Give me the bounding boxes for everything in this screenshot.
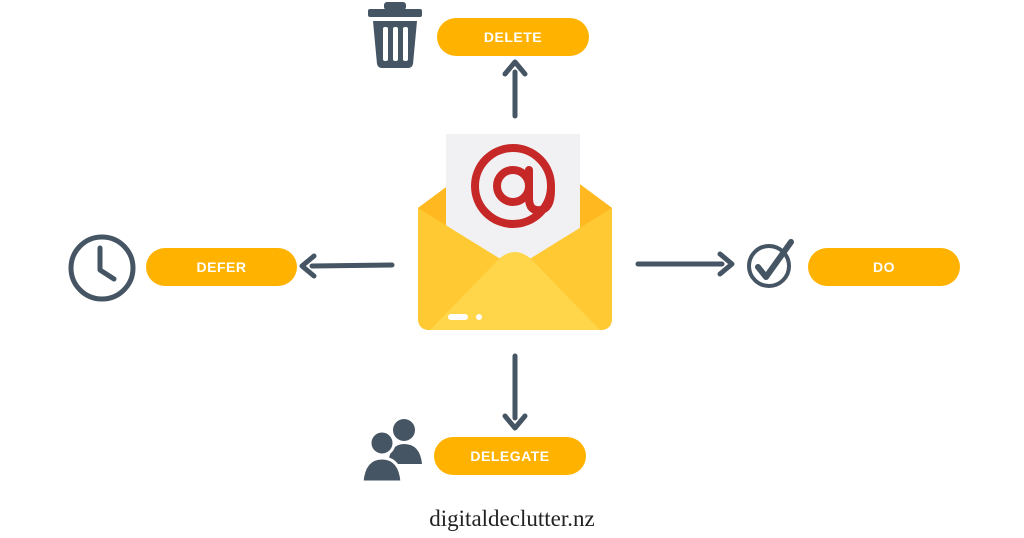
check-circle-icon bbox=[747, 239, 794, 288]
people-icon bbox=[362, 419, 422, 482]
delete-button[interactable]: DELETE bbox=[437, 18, 589, 56]
defer-button[interactable]: DEFER bbox=[146, 248, 297, 286]
do-button[interactable]: DO bbox=[808, 248, 960, 286]
envelope-at-icon bbox=[418, 134, 612, 330]
clock-icon bbox=[68, 234, 136, 302]
delegate-button[interactable]: DELEGATE bbox=[434, 437, 586, 475]
arrow-left bbox=[309, 262, 395, 269]
trash-can-icon bbox=[368, 2, 422, 68]
site-footer-text: digitaldeclutter.nz bbox=[429, 506, 595, 531]
